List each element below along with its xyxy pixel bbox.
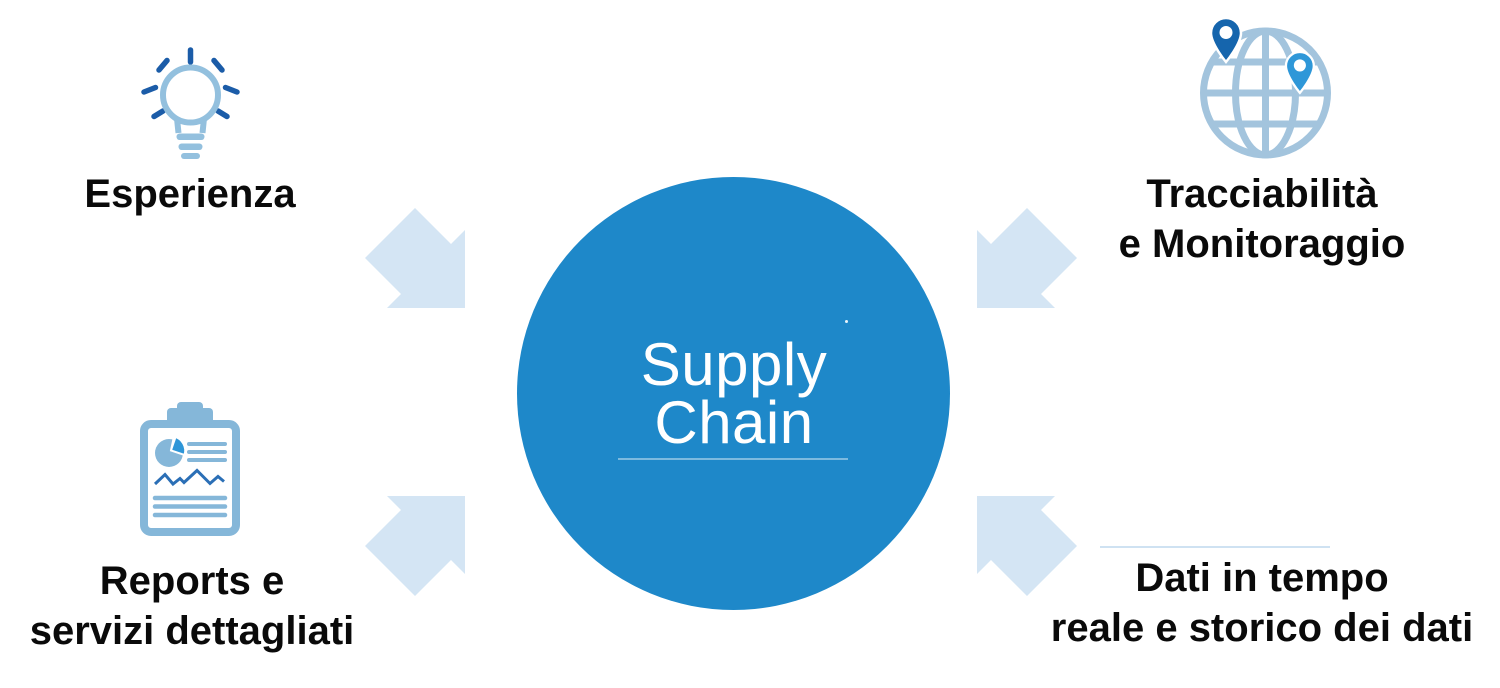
center-title-line1: Supply	[640, 331, 828, 398]
clipboard-report-icon	[140, 402, 240, 536]
label-reports-line1: Reports e	[99, 559, 285, 603]
lightbulb-glass	[160, 64, 221, 126]
label-tracciabilita: Tracciabilità e Monitoraggio	[1062, 169, 1462, 269]
lightbulb-rays	[141, 47, 240, 120]
line-chart-glyph	[153, 468, 225, 487]
text-lines-bottom	[152, 495, 228, 518]
lightbulb-icon	[141, 47, 240, 159]
supply-chain-circle	[517, 177, 950, 610]
lightbulb-neck	[174, 118, 207, 134]
arrow-top-left-icon	[365, 208, 465, 308]
map-pin-light-icon	[1284, 50, 1315, 95]
clipboard-clip	[167, 402, 213, 424]
label-esperienza: Esperienza	[84, 172, 296, 216]
label-reports: Reports e servizi dettagliati	[12, 556, 372, 656]
map-pin-dark-icon	[1209, 16, 1243, 64]
text-lines-top	[187, 442, 227, 462]
lightbulb-base	[176, 133, 205, 159]
arrow-top-right-icon	[977, 208, 1077, 308]
arrow-bottom-right-icon	[977, 496, 1077, 596]
label-dati-line2: reale e storico dei dati	[1050, 606, 1474, 650]
center-title: Supply Chain	[534, 331, 934, 456]
arrow-bottom-left-icon	[365, 496, 465, 596]
center-title-underline	[618, 458, 848, 460]
divider-line-bottom-right	[1100, 546, 1330, 548]
center-small-dot	[845, 320, 848, 323]
pie-chart-glyph	[155, 435, 187, 467]
label-dati: Dati in tempo reale e storico dei dati	[1042, 553, 1482, 653]
label-dati-line1: Dati in tempo	[1135, 556, 1389, 600]
globe-location-pins-icon	[1200, 16, 1331, 159]
center-title-line2: Chain	[654, 389, 814, 456]
label-reports-line2: servizi dettagliati	[29, 609, 355, 653]
label-tracciabilita-line1: Tracciabilità	[1146, 172, 1378, 216]
label-tracciabilita-line2: e Monitoraggio	[1118, 222, 1406, 266]
